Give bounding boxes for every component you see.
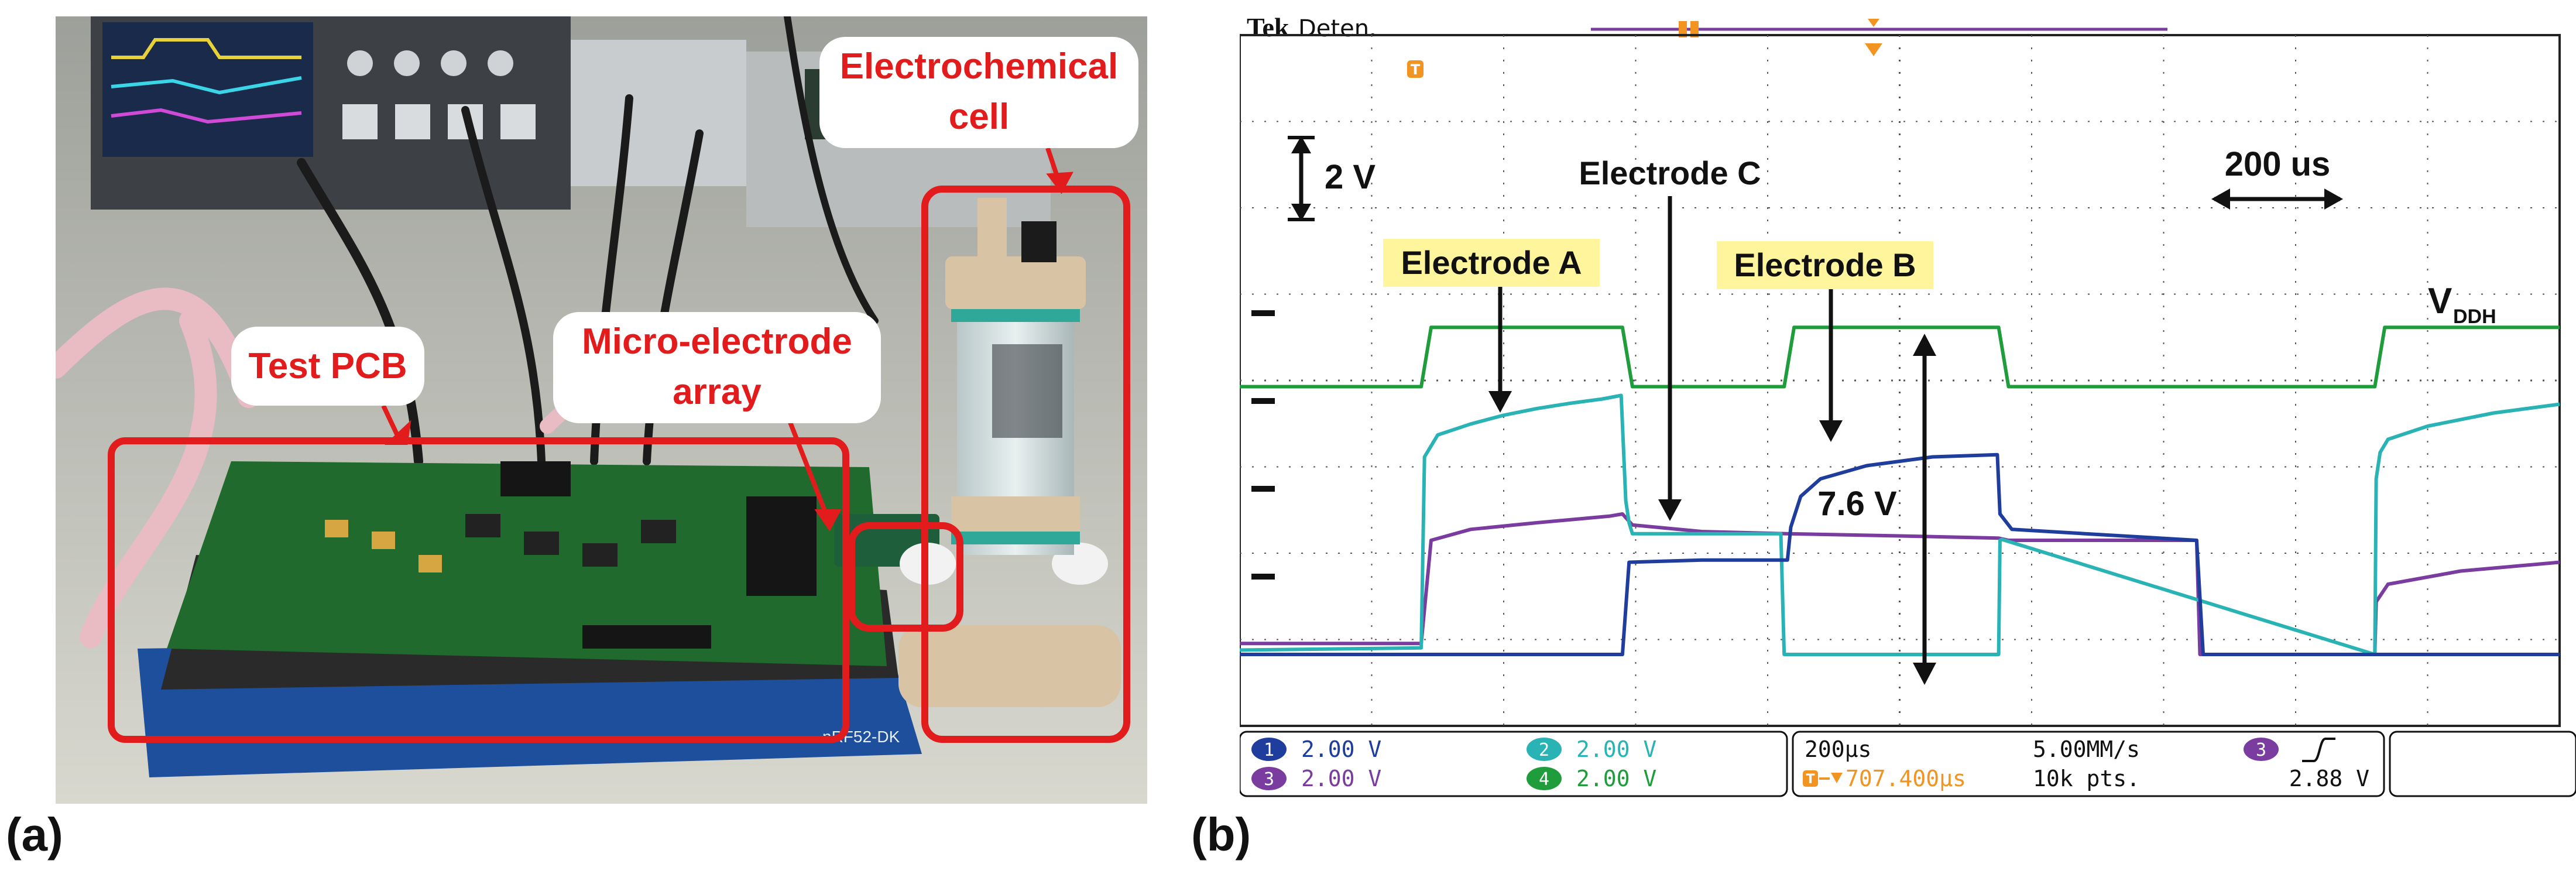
ch3-badge	[1251, 767, 1287, 790]
callout-electrochemical-cell: Electrochemical cell	[819, 37, 1138, 148]
channel-scale-box	[1240, 731, 1788, 797]
callout-electrochemical-cell-line2: cell	[948, 97, 1010, 137]
electrode-a-highlight	[1383, 239, 1600, 287]
ch4-number: 4	[1539, 769, 1549, 790]
ch-level-marker-a	[1251, 398, 1275, 404]
ch-level-marker-b	[1251, 486, 1275, 492]
ch3-number: 3	[1264, 769, 1274, 790]
scope-status: Deten.	[1298, 15, 1377, 42]
svg-text:T: T	[1411, 61, 1421, 78]
trace-electrode-c	[1240, 512, 2560, 656]
callout-micro-electrode-array-line2: array	[673, 372, 762, 412]
rising-edge-icon	[2302, 738, 2335, 762]
ch4-badge	[1527, 767, 1562, 790]
ch1-badge	[1251, 738, 1287, 761]
test-pcb-frame	[108, 437, 849, 743]
electrode-c-annotation: Electrode C	[1579, 155, 1761, 521]
callout-micro-electrode-array: Micro-electrode array	[553, 312, 881, 423]
trigger-level: 2.88 V	[2289, 766, 2369, 791]
scale-annotations: 2 V 200 us	[1288, 136, 2343, 221]
lab-setup-photo: nRF52-DK	[56, 16, 1147, 804]
vddh-annotation: V DDH	[2428, 281, 2496, 328]
ch2-number: 2	[1539, 740, 1549, 760]
scope-status-bar: 1 2.00 V 2 2.00 V 3 2.00 V 4 2.00 V 200µ…	[1240, 731, 2576, 797]
trigger-position-marker	[1865, 43, 1882, 56]
trigger-channel: 3	[2256, 740, 2266, 760]
test-pcb-board	[167, 461, 887, 666]
graticule-grid	[1240, 35, 2560, 726]
electrode-c-label: Electrode C	[1579, 155, 1761, 191]
annotation-frames	[108, 186, 1130, 743]
step-amplitude-label: 7.6 V	[1817, 485, 1897, 523]
callout-electrochemical-cell-line1: Electrochemical	[839, 46, 1119, 87]
timebase-value: 200µs	[1805, 736, 1871, 762]
cell-frame	[921, 186, 1130, 743]
pcb-stack: nRF52-DK	[138, 461, 922, 777]
ch2-scale: 2.00 V	[1576, 736, 1656, 762]
trigger-channel-badge	[2244, 738, 2279, 761]
vddh-label-sub: DDH	[2453, 306, 2496, 328]
ch1-scale: 2.00 V	[1301, 736, 1381, 762]
ch3-scale: 2.00 V	[1301, 766, 1381, 791]
scope-brand: Tek	[1247, 12, 1289, 42]
ch1-number: 1	[1264, 740, 1274, 760]
callout-micro-electrode-array-line1: Micro-electrode	[582, 321, 852, 362]
record-length: 10k pts.	[2033, 766, 2140, 791]
waveform-traces	[1240, 325, 2560, 656]
trigger-position: 707.400µs	[1846, 766, 1966, 791]
ch-level-marker-c	[1251, 574, 1275, 580]
svg-text:T: T	[1806, 772, 1814, 787]
ch4-level-marker	[1251, 310, 1275, 316]
trace-electrode-a	[1240, 393, 2560, 656]
ch2-badge	[1527, 738, 1562, 761]
electrode-b-highlight	[1717, 241, 1933, 289]
panel-a-label: (a)	[6, 808, 63, 861]
trigger-t-icon: T	[1407, 60, 1424, 78]
sample-rate: 5.00MM/s	[2033, 736, 2140, 762]
channel-level-markers	[1251, 310, 1275, 580]
volt-scale-label: 2 V	[1325, 158, 1376, 196]
trace-electrode-b	[1240, 453, 2560, 656]
record-trigger-marker	[1868, 19, 1879, 27]
time-scale-label: 200 us	[2225, 145, 2331, 183]
electrode-a-annotation: Electrode A	[1383, 239, 1600, 413]
step-amplitude-annotation: 7.6 V	[1817, 334, 1936, 685]
ch4-scale: 2.00 V	[1576, 766, 1656, 791]
electrode-a-label: Electrode A	[1401, 244, 1582, 281]
micro-electrode-frame	[848, 522, 963, 632]
record-position-bar	[1591, 19, 2167, 56]
callout-test-pcb: Test PCB	[231, 327, 424, 406]
trace-v-ddh	[1240, 325, 2560, 389]
trigger-position-icon: T	[1803, 770, 1843, 787]
electrode-b-label: Electrode B	[1734, 246, 1916, 283]
oscilloscope-capture: Tek Deten. T 2 V 200 us Electrode	[1240, 12, 2576, 797]
panel-b-label: (b)	[1191, 808, 1251, 861]
vddh-label-main: V	[2428, 281, 2452, 321]
aux-box	[2389, 731, 2576, 797]
electrode-b-annotation: Electrode B	[1717, 241, 1933, 442]
electrochemical-cell-apparatus	[898, 198, 1121, 707]
timebase-box	[1792, 731, 2385, 797]
